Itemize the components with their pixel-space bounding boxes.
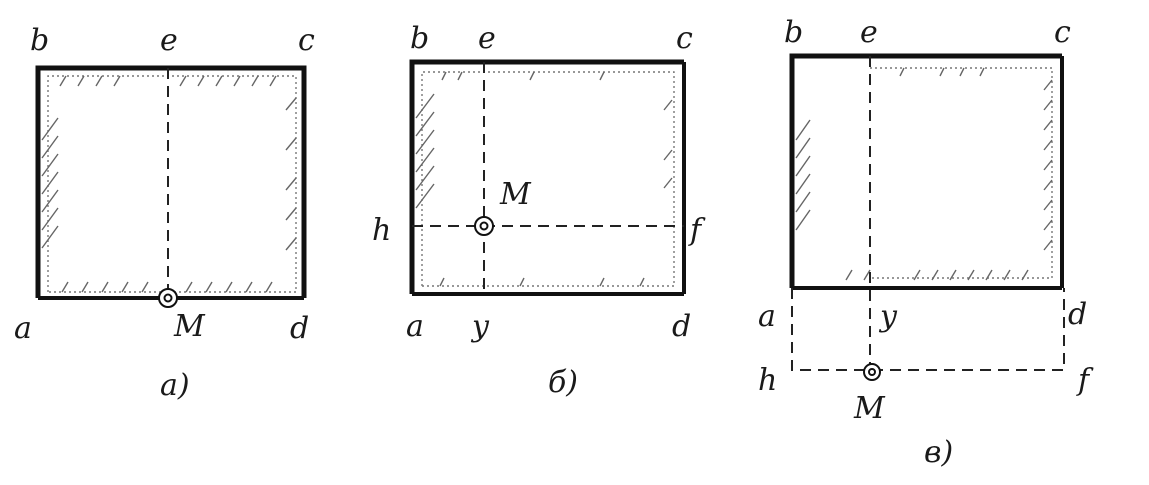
hatch-a-bottom	[61, 281, 273, 293]
hatch-c-right	[1043, 79, 1053, 251]
figure-b: b e c M h f a y d б)	[372, 21, 706, 400]
frame-b-left-top	[409, 59, 684, 294]
label-c-b: c	[676, 21, 693, 56]
figure-a: b e c a M d а)	[14, 23, 315, 403]
label-c-a: c	[298, 23, 315, 58]
hatch-a-left	[41, 117, 59, 249]
label-e-a: e	[160, 23, 178, 58]
label-f-b: f	[688, 213, 706, 248]
label-a-c: a	[758, 299, 776, 334]
caption-a: а)	[160, 368, 190, 403]
label-m-c: M	[853, 391, 886, 426]
figure-c: b e c a y d h f M в)	[758, 15, 1094, 470]
label-a-b: a	[406, 309, 424, 344]
label-c-c: c	[1054, 15, 1071, 50]
label-h-b: h	[372, 213, 391, 248]
point-m-a	[158, 288, 178, 308]
hatch-a-top	[59, 75, 277, 87]
hatch-c-bottom	[845, 269, 1029, 281]
label-a-a: a	[14, 311, 32, 346]
label-e-c: e	[860, 15, 878, 50]
dashed-extension-c	[791, 288, 1065, 371]
label-h-c: h	[758, 363, 777, 398]
label-m-a: M	[173, 309, 206, 344]
label-f-c: f	[1076, 363, 1094, 398]
hatch-c-top	[899, 67, 985, 77]
hatch-b-top	[441, 71, 605, 81]
point-m-b	[474, 216, 494, 236]
hatch-b-bottom	[439, 277, 645, 287]
hatch-a-right	[285, 97, 297, 251]
inner-contour-a	[47, 75, 297, 293]
label-m-b: M	[499, 177, 532, 212]
point-m-c	[863, 363, 881, 381]
caption-c: в)	[924, 435, 953, 470]
label-y-c: y	[878, 299, 898, 334]
frame-a	[35, 65, 307, 298]
label-y-b: y	[470, 309, 490, 344]
label-d-b: d	[672, 309, 691, 344]
label-b-a: b	[30, 23, 49, 58]
label-e-b: e	[478, 21, 496, 56]
hatch-b-left	[415, 93, 435, 209]
label-d-a: d	[290, 311, 309, 346]
label-d-c: d	[1068, 297, 1087, 332]
inner-contour-b	[421, 71, 675, 287]
hatch-c-left	[795, 119, 811, 231]
hatch-b-right	[663, 99, 673, 189]
label-b-c: b	[784, 15, 803, 50]
caption-b: б)	[548, 365, 578, 400]
frame-c-left-top	[789, 53, 1062, 288]
label-b-b: b	[410, 21, 429, 56]
inner-contour-c	[870, 67, 1053, 279]
